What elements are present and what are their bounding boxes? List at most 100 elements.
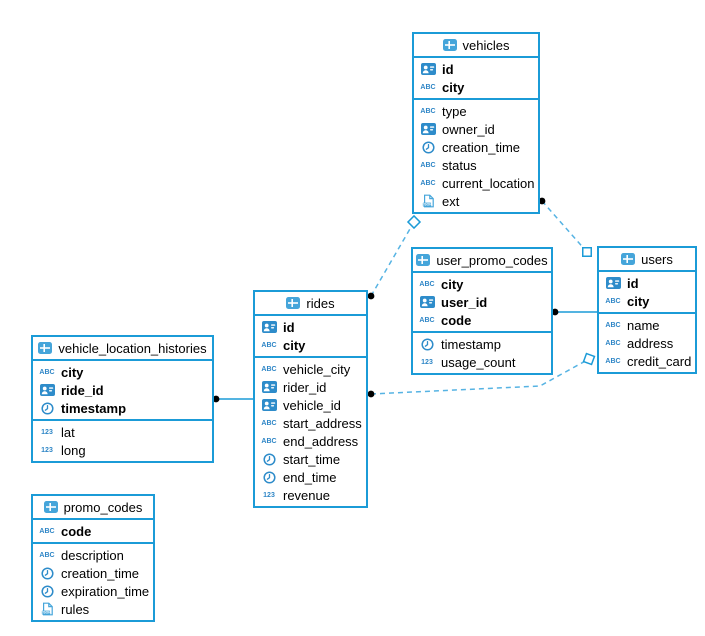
field-row-address[interactable]: ABC address — [599, 334, 695, 352]
field-label: start_address — [283, 415, 362, 431]
table-title: user_promo_codes — [436, 252, 548, 268]
table-icon — [43, 501, 58, 513]
text-type-icon: ABC — [605, 339, 621, 347]
relation-endpoint-dot — [212, 395, 220, 403]
table-header[interactable]: vehicles — [414, 34, 538, 58]
id-card-icon — [261, 321, 277, 333]
text-type-icon: ABC — [39, 527, 55, 535]
id-card-icon — [420, 63, 436, 75]
relation-rides-to-vehicles — [367, 214, 422, 300]
clock-icon — [40, 566, 54, 580]
text-type-icon: ABC — [419, 280, 435, 288]
field-row-creation_time[interactable]: creation_time — [33, 564, 153, 582]
text-type-icon: ABC — [420, 161, 436, 169]
relation-vehicle_location_histories-to-rides — [212, 395, 253, 403]
field-row-owner_id[interactable]: owner_id — [414, 120, 538, 138]
text-type-icon: ABC — [605, 321, 621, 329]
field-row-id[interactable]: id — [414, 60, 538, 78]
text-type-icon: ABC — [39, 368, 55, 376]
field-row-creation_time[interactable]: creation_time — [414, 138, 538, 156]
field-row-id[interactable]: id — [599, 274, 695, 292]
table-title: vehicle_location_histories — [58, 340, 207, 356]
number-type-icon: 123 — [421, 358, 433, 366]
field-row-status[interactable]: ABC status — [414, 156, 538, 174]
field-row-name[interactable]: ABC name — [599, 316, 695, 334]
field-label: address — [627, 335, 674, 351]
relation-line — [370, 221, 415, 297]
clock-icon — [262, 452, 276, 466]
relation-endpoint-diamond — [582, 352, 596, 366]
field-label: name — [627, 317, 660, 333]
id-card-icon — [261, 399, 277, 411]
json-document-icon: JSON — [422, 194, 434, 208]
field-row-usage_count[interactable]: 123 usage_count — [413, 353, 551, 371]
field-row-timestamp[interactable]: timestamp — [413, 335, 551, 353]
field-row-expiration_time[interactable]: expiration_time — [33, 582, 153, 600]
field-row-rider_id[interactable]: rider_id — [255, 378, 366, 396]
field-row-timestamp[interactable]: timestamp — [33, 399, 212, 417]
number-type-icon: 123 — [41, 446, 53, 454]
field-label: description — [61, 547, 124, 563]
text-type-icon: ABC — [420, 179, 436, 187]
text-type-icon: ABC — [605, 357, 621, 365]
table-header[interactable]: user_promo_codes — [413, 249, 551, 273]
table-icon — [38, 342, 53, 354]
field-row-end_address[interactable]: ABC end_address — [255, 432, 366, 450]
id-card-icon — [420, 123, 436, 135]
field-row-user_id[interactable]: user_id — [413, 293, 551, 311]
field-label: creation_time — [61, 565, 140, 581]
table-header[interactable]: users — [599, 248, 695, 272]
field-row-start_time[interactable]: start_time — [255, 450, 366, 468]
field-label: city — [627, 293, 650, 309]
field-label: revenue — [283, 487, 330, 503]
text-type-icon: ABC — [261, 365, 277, 373]
table-header[interactable]: rides — [255, 292, 366, 316]
field-row-vehicle_id[interactable]: vehicle_id — [255, 396, 366, 414]
field-row-end_time[interactable]: end_time — [255, 468, 366, 486]
field-label: usage_count — [441, 354, 516, 370]
field-row-ride_id[interactable]: ride_id — [33, 381, 212, 399]
field-row-id[interactable]: id — [255, 318, 366, 336]
field-label: timestamp — [441, 336, 501, 352]
field-label: city — [441, 276, 464, 292]
field-row-city[interactable]: ABC city — [413, 275, 551, 293]
field-label: code — [61, 523, 92, 539]
field-label: status — [442, 157, 477, 173]
field-label: code — [441, 312, 472, 328]
field-label: city — [442, 79, 465, 95]
clock-icon — [262, 470, 276, 484]
field-label: creation_time — [442, 139, 521, 155]
text-type-icon: ABC — [261, 437, 277, 445]
field-label: end_address — [283, 433, 359, 449]
field-row-code[interactable]: ABC code — [33, 522, 153, 540]
table-header[interactable]: promo_codes — [33, 496, 153, 520]
text-type-icon: ABC — [420, 107, 436, 115]
table-header[interactable]: vehicle_location_histories — [33, 337, 212, 361]
